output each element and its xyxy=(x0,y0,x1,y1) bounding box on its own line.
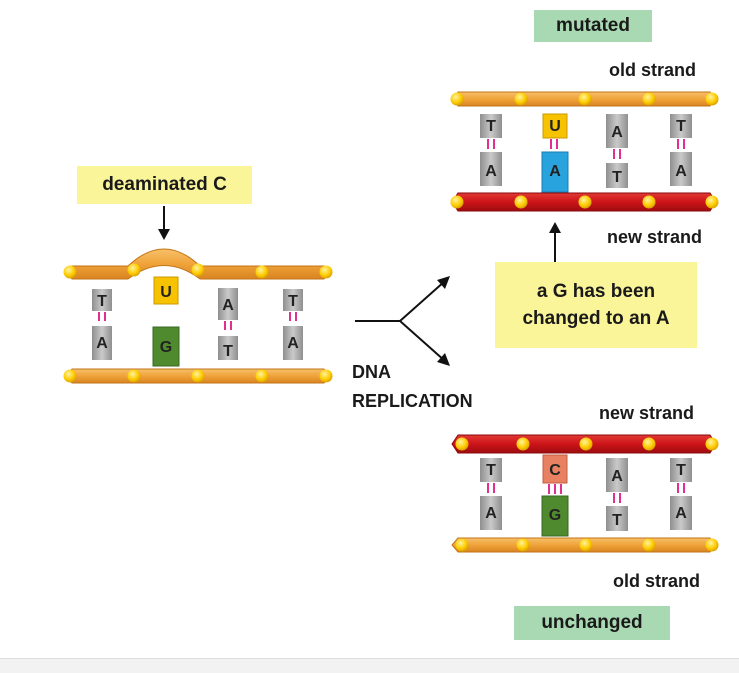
base-A xyxy=(606,458,628,492)
base-letter: A xyxy=(485,163,497,180)
base-letter: A xyxy=(675,163,687,180)
fork-arrow-head-up xyxy=(437,276,450,289)
new-strand-label-top: new strand xyxy=(607,227,703,247)
bond xyxy=(493,483,495,493)
bond xyxy=(493,139,495,149)
base-letter: G xyxy=(160,339,172,356)
base-A xyxy=(670,496,692,530)
bond xyxy=(487,483,489,493)
fork-arrow-icon xyxy=(355,280,446,362)
phosphate-beads xyxy=(63,263,333,383)
base-U xyxy=(542,113,568,139)
bond xyxy=(230,321,232,330)
base-T xyxy=(92,289,112,311)
g-changed-callout: a G has been changed to an A xyxy=(495,262,697,348)
base-T xyxy=(606,506,628,531)
unchanged-dna-molecule: T A C G A T T A xyxy=(451,434,719,553)
base-letter: U xyxy=(160,284,172,301)
bond xyxy=(550,139,552,149)
base-T xyxy=(218,336,238,360)
bottom-strip xyxy=(0,658,739,673)
bond xyxy=(548,484,550,494)
bond xyxy=(683,483,685,493)
base-letter: G xyxy=(549,507,561,524)
base-letter: T xyxy=(676,462,686,479)
base-A xyxy=(480,496,502,530)
phosphate-beads xyxy=(455,437,719,552)
deaminated-c-callout: deaminated C xyxy=(77,166,252,204)
base-letter: C xyxy=(549,462,561,479)
base-letter: T xyxy=(486,462,496,479)
bond xyxy=(289,312,291,321)
bond xyxy=(677,483,679,493)
bond xyxy=(487,139,489,149)
base-C xyxy=(542,454,568,484)
bond xyxy=(619,493,621,503)
base-T xyxy=(670,114,692,138)
base-T xyxy=(480,458,502,482)
base-letter: U xyxy=(549,118,561,135)
g-changed-line2: changed to an A xyxy=(522,308,670,329)
unchanged-tag: unchanged xyxy=(514,606,670,640)
phosphate-beads xyxy=(450,92,719,209)
bond xyxy=(683,139,685,149)
base-T xyxy=(606,163,628,188)
deaminated-c-text: deaminated C xyxy=(102,174,227,195)
old-strand-label-bottom: old strand xyxy=(613,571,701,591)
original-dna-molecule: T A U G A T T A xyxy=(63,248,333,384)
base-A xyxy=(606,114,628,148)
base-letter: A xyxy=(611,468,623,485)
base-letter: A xyxy=(485,505,497,522)
bond xyxy=(556,139,558,149)
base-A xyxy=(480,152,502,186)
base-letter: T xyxy=(612,512,622,529)
old-strand-label-top: old strand xyxy=(609,60,697,80)
base-letter: A xyxy=(549,163,561,180)
arrow-down-icon xyxy=(158,206,170,240)
base-letter: T xyxy=(223,343,233,360)
base-letter: A xyxy=(287,335,299,352)
base-A xyxy=(283,326,303,360)
bond xyxy=(98,312,100,321)
base-letter: A xyxy=(611,124,623,141)
base-letter: T xyxy=(676,118,686,135)
mutated-tag: mutated xyxy=(534,10,652,42)
base-G xyxy=(152,326,180,367)
base-T xyxy=(670,458,692,482)
base-letter: A xyxy=(222,297,234,314)
bond xyxy=(104,312,106,321)
bond xyxy=(677,139,679,149)
base-letter: T xyxy=(288,293,298,310)
arrow-up-icon xyxy=(549,222,561,262)
replication-label: REPLICATION xyxy=(352,391,473,411)
bond xyxy=(224,321,226,330)
base-G xyxy=(541,495,569,537)
fork-arrow-head-down xyxy=(437,353,450,366)
bond xyxy=(619,149,621,159)
base-A xyxy=(92,326,112,360)
base-A-mutated xyxy=(541,151,569,193)
bond xyxy=(613,149,615,159)
bond xyxy=(613,493,615,503)
base-A xyxy=(218,288,238,320)
new-strand-label-bottom: new strand xyxy=(599,403,695,423)
base-letter: A xyxy=(675,505,687,522)
dna-label: DNA xyxy=(352,362,391,382)
base-T xyxy=(480,114,502,138)
base-letter: A xyxy=(96,335,108,352)
g-changed-line1: a G has been xyxy=(536,281,656,302)
bond xyxy=(554,484,556,494)
base-A xyxy=(670,152,692,186)
base-letter: T xyxy=(486,118,496,135)
base-T xyxy=(283,289,303,311)
base-U xyxy=(153,276,179,305)
bond xyxy=(295,312,297,321)
base-letter: T xyxy=(612,169,622,186)
base-letter: T xyxy=(97,293,107,310)
bond xyxy=(560,484,562,494)
mutated-dna-molecule: T A U A A T T A xyxy=(450,91,719,212)
